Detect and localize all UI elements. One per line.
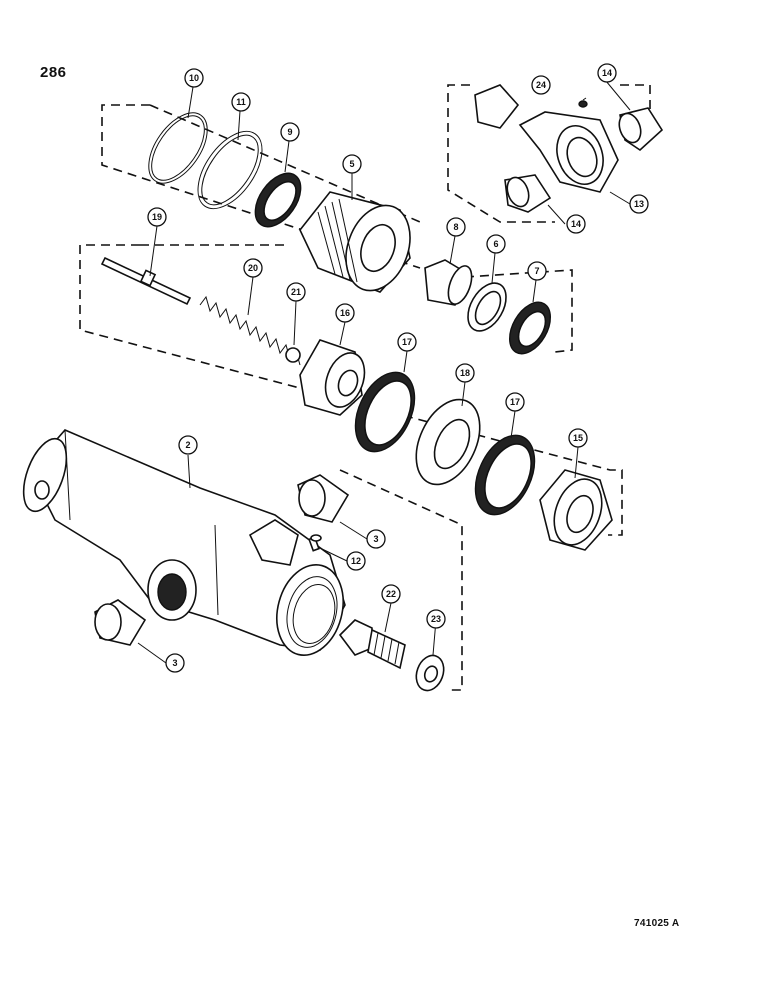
rod-eye-part bbox=[474, 84, 619, 193]
svg-text:16: 16 bbox=[340, 308, 350, 318]
leader-lines bbox=[137, 80, 631, 664]
svg-text:11: 11 bbox=[236, 97, 246, 107]
svg-text:21: 21 bbox=[291, 287, 301, 297]
callout-17-left: 17 bbox=[397, 332, 417, 352]
spring-part bbox=[199, 295, 301, 366]
svg-text:20: 20 bbox=[248, 263, 258, 273]
callout-6: 6 bbox=[486, 234, 506, 254]
svg-text:9: 9 bbox=[287, 127, 292, 137]
svg-text:22: 22 bbox=[386, 589, 396, 599]
callout-5: 5 bbox=[342, 154, 362, 174]
pin-part bbox=[100, 256, 192, 306]
svg-text:2: 2 bbox=[185, 440, 190, 450]
svg-text:24: 24 bbox=[536, 80, 546, 90]
seal-part-7 bbox=[508, 301, 552, 355]
callout-7: 7 bbox=[527, 261, 547, 281]
page-number: 286 bbox=[40, 64, 67, 81]
snap-ring-part bbox=[148, 112, 208, 184]
callout-2: 2 bbox=[178, 435, 198, 455]
svg-text:5: 5 bbox=[349, 159, 354, 169]
svg-text:17: 17 bbox=[402, 337, 412, 347]
svg-text:14: 14 bbox=[571, 219, 581, 229]
svg-text:15: 15 bbox=[573, 433, 583, 443]
callout-9: 9 bbox=[280, 122, 300, 142]
drawing-code: 741025 A bbox=[634, 918, 680, 929]
cylinder-barrel-part bbox=[22, 429, 346, 656]
svg-text:8: 8 bbox=[453, 222, 458, 232]
svg-text:14: 14 bbox=[602, 68, 612, 78]
svg-text:17: 17 bbox=[510, 397, 520, 407]
bushing-part-14-upper bbox=[618, 107, 664, 152]
dashed-group-piston bbox=[79, 244, 623, 536]
ball-part bbox=[285, 347, 301, 363]
bushing-part-14-lower bbox=[504, 174, 552, 213]
fitting-part bbox=[338, 619, 406, 670]
svg-text:3: 3 bbox=[373, 534, 378, 544]
svg-text:6: 6 bbox=[493, 239, 498, 249]
callout-24: 24 bbox=[531, 75, 551, 95]
callout-19: 19 bbox=[147, 207, 167, 227]
bushing-part-3-lower bbox=[94, 599, 147, 646]
ring-part-6 bbox=[467, 282, 507, 332]
callout-22: 22 bbox=[381, 584, 401, 604]
nut-part bbox=[539, 469, 613, 551]
svg-text:3: 3 bbox=[172, 658, 177, 668]
callout-10: 10 bbox=[184, 68, 204, 88]
callout-15: 15 bbox=[568, 428, 588, 448]
svg-text:10: 10 bbox=[189, 73, 199, 83]
screw-part bbox=[308, 534, 322, 552]
gland-part bbox=[299, 191, 411, 293]
callout-3-upper: 3 bbox=[366, 529, 386, 549]
callout-3-lower: 3 bbox=[165, 653, 185, 673]
svg-text:7: 7 bbox=[534, 266, 539, 276]
svg-text:19: 19 bbox=[152, 212, 162, 222]
svg-text:23: 23 bbox=[431, 614, 441, 624]
callout-21: 21 bbox=[286, 282, 306, 302]
seal-part-17-right bbox=[474, 434, 536, 516]
callout-12: 12 bbox=[346, 551, 366, 571]
svg-text:18: 18 bbox=[460, 368, 470, 378]
callout-16: 16 bbox=[335, 303, 355, 323]
svg-text:12: 12 bbox=[351, 556, 361, 566]
callout-20: 20 bbox=[243, 258, 263, 278]
washer-part bbox=[415, 654, 445, 692]
bushing-part-3-upper bbox=[297, 474, 350, 523]
callout-14-lower: 14 bbox=[566, 214, 586, 234]
bushing-part-8 bbox=[424, 259, 473, 306]
wiper-seal-part bbox=[254, 172, 302, 228]
ring-part bbox=[197, 130, 263, 210]
piston-part bbox=[415, 398, 481, 486]
callout-17-right: 17 bbox=[505, 392, 525, 412]
callout-13: 13 bbox=[629, 194, 649, 214]
callout-8: 8 bbox=[446, 217, 466, 237]
dashed-group-barrel bbox=[339, 469, 463, 691]
callout-11: 11 bbox=[231, 92, 251, 112]
svg-text:13: 13 bbox=[634, 199, 644, 209]
seal-part-17-left bbox=[354, 371, 416, 453]
callout-14-upper: 14 bbox=[597, 63, 617, 83]
callout-18: 18 bbox=[455, 363, 475, 383]
callout-23: 23 bbox=[426, 609, 446, 629]
piston-cap-part bbox=[299, 339, 366, 416]
